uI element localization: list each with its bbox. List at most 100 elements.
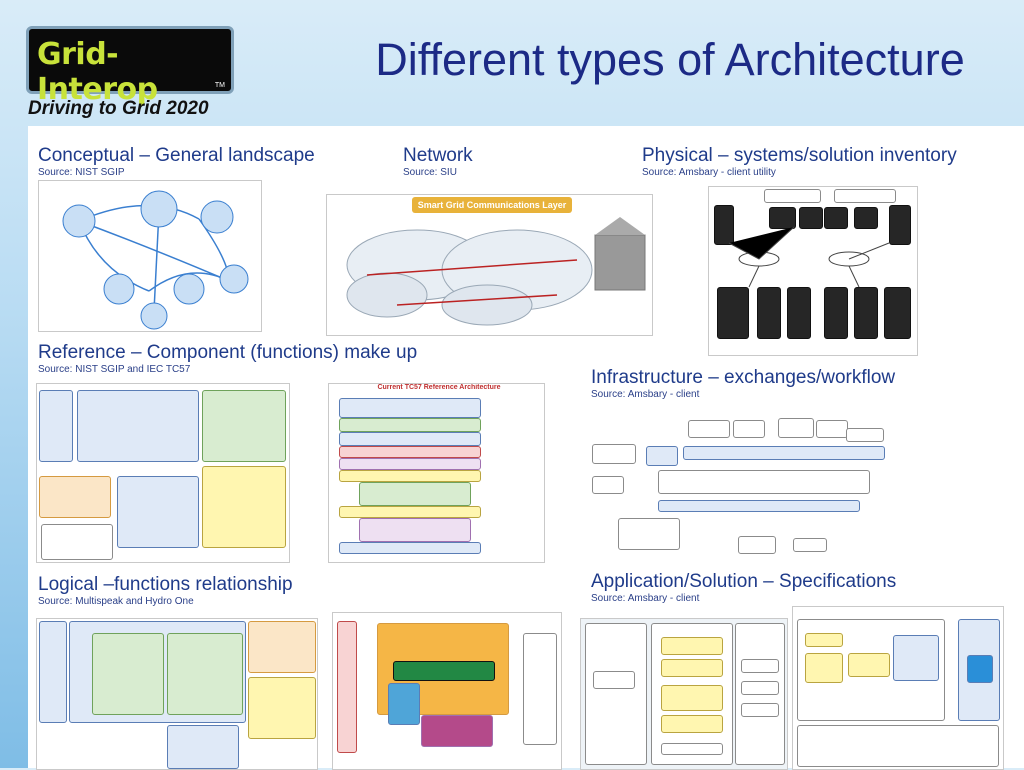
service-registry-box bbox=[646, 446, 678, 466]
app-component bbox=[661, 715, 723, 733]
server-rack bbox=[889, 205, 911, 245]
ref-layer bbox=[339, 458, 481, 470]
applet-client bbox=[805, 633, 843, 647]
app-component bbox=[661, 659, 723, 677]
customer-domain bbox=[248, 677, 316, 739]
net-app-box bbox=[688, 420, 730, 438]
conceptual-title: Conceptual – General landscape bbox=[38, 145, 315, 166]
infrastructure-diagram bbox=[588, 414, 888, 556]
legacy-app-box bbox=[816, 420, 848, 438]
storage-rack bbox=[757, 287, 781, 339]
ref-layer bbox=[339, 470, 481, 482]
server-rack bbox=[824, 207, 848, 229]
application-title: Application/Solution – Specifications bbox=[591, 571, 897, 592]
integrated-env-box bbox=[592, 444, 636, 464]
application-server-panel bbox=[797, 725, 999, 767]
adapter-row bbox=[683, 446, 885, 460]
infrastructure-title: Infrastructure – exchanges/workflow bbox=[591, 367, 896, 388]
storage-rack bbox=[854, 287, 878, 339]
network-title: Network bbox=[403, 145, 473, 166]
legend-box bbox=[41, 524, 113, 560]
app-component bbox=[661, 637, 723, 655]
generation-domain bbox=[39, 476, 111, 518]
grid-interop-logo: Grid-Interop TM bbox=[26, 26, 234, 107]
field-devices-column bbox=[337, 621, 357, 753]
logo-text: Grid-Interop bbox=[37, 37, 158, 107]
reference-diagram-right: Current TC57 Reference Architecture bbox=[328, 383, 545, 563]
physical-secondary-site bbox=[834, 189, 896, 203]
network-banner: Smart Grid Communications Layer bbox=[412, 197, 572, 213]
database-store bbox=[967, 655, 993, 683]
server-rack bbox=[799, 207, 823, 229]
app-client bbox=[805, 653, 843, 683]
storage-rack bbox=[787, 287, 811, 339]
legend-box bbox=[618, 518, 680, 550]
event-listener-box bbox=[846, 428, 884, 442]
app-component bbox=[661, 743, 723, 755]
physical-primary-site bbox=[764, 189, 821, 203]
logical-diagram bbox=[36, 618, 318, 770]
service-provider-domain bbox=[248, 621, 316, 673]
logo-tm: TM bbox=[214, 82, 225, 89]
server-rack bbox=[769, 207, 796, 229]
storage-rack bbox=[717, 287, 749, 339]
data-store bbox=[388, 683, 420, 725]
enterprise-box bbox=[421, 715, 493, 747]
logical-section: Logical –functions relationship Source: … bbox=[38, 574, 293, 607]
storage-rack bbox=[824, 287, 848, 339]
service-consumer-box bbox=[738, 536, 776, 554]
data-component bbox=[741, 681, 779, 695]
markets-domain bbox=[39, 390, 73, 462]
conceptual-section: Conceptual – General landscape Source: N… bbox=[38, 145, 315, 178]
logical-diagram-right bbox=[332, 612, 562, 770]
application-section: Application/Solution – Specifications So… bbox=[591, 571, 896, 604]
storage-rack bbox=[884, 287, 911, 339]
application-diagram-right bbox=[792, 606, 1004, 770]
ref-layer bbox=[339, 542, 481, 554]
application-source: Source: Amsbary - client bbox=[591, 593, 700, 604]
bus-bar bbox=[393, 661, 495, 681]
server-rack bbox=[854, 207, 878, 229]
service-providers-domain bbox=[202, 390, 286, 462]
app-component bbox=[661, 685, 723, 711]
data-component bbox=[741, 703, 779, 717]
ref-layer bbox=[339, 398, 481, 418]
physical-title: Physical – systems/solution inventory bbox=[642, 145, 957, 166]
ref-layer bbox=[359, 518, 471, 542]
customer-domain bbox=[202, 466, 286, 548]
network-diagram-graphic bbox=[346, 217, 646, 326]
network-diagram: Smart Grid Communications Layer bbox=[326, 194, 653, 336]
data-component bbox=[741, 659, 779, 673]
ref-layer bbox=[339, 446, 481, 458]
admin-server-box bbox=[592, 476, 624, 494]
ejb-modules bbox=[893, 635, 939, 681]
physical-source: Source: Amsbary - client utility bbox=[642, 167, 776, 178]
routing-box bbox=[658, 470, 870, 494]
logical-source: Source: Multispeak and Hydro One bbox=[38, 596, 194, 607]
reference-section: Reference – Component (functions) make u… bbox=[38, 342, 417, 375]
ref-layer bbox=[359, 482, 471, 506]
page-title: Different types of Architecture bbox=[375, 34, 965, 85]
application-diagram-left bbox=[580, 618, 788, 770]
markets-domain bbox=[39, 621, 67, 723]
operations-domain bbox=[77, 390, 199, 462]
infrastructure-section: Infrastructure – exchanges/workflow Sour… bbox=[591, 367, 895, 400]
tagline: Driving to Grid 2020 bbox=[28, 98, 209, 119]
service-interface-row bbox=[658, 500, 860, 512]
physical-section: Physical – systems/solution inventory So… bbox=[642, 145, 957, 178]
event-source-box bbox=[793, 538, 827, 552]
conceptual-diagram-graphic bbox=[62, 190, 249, 330]
server-rack bbox=[714, 205, 734, 245]
reference-title: Reference – Component (functions) make u… bbox=[38, 342, 418, 363]
generation-ops bbox=[92, 633, 164, 715]
client-tier bbox=[585, 623, 647, 765]
ref-layer bbox=[339, 418, 481, 432]
html-pages bbox=[848, 653, 890, 677]
physical-diagram-links bbox=[728, 226, 890, 288]
transmission-domain bbox=[117, 476, 199, 548]
network-section: Network Source: SIU bbox=[403, 145, 473, 178]
reference-banner: Current TC57 Reference Architecture bbox=[377, 384, 501, 391]
distribution-ops bbox=[167, 633, 243, 715]
conceptual-diagram bbox=[38, 180, 262, 332]
conceptual-source: Source: NIST SGIP bbox=[38, 167, 125, 178]
